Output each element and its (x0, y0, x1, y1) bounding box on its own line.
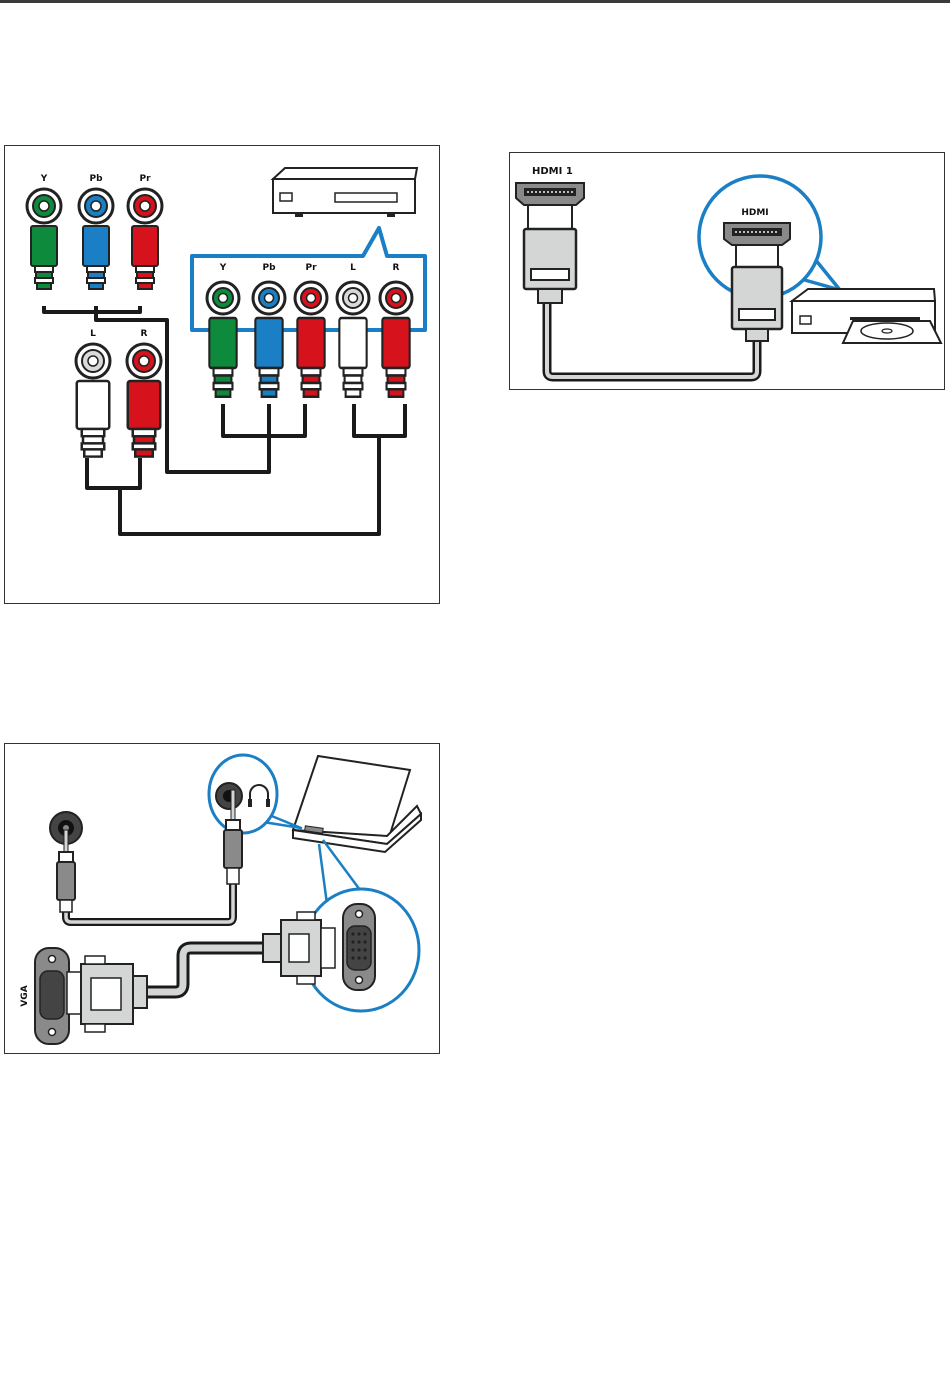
av-device-box (273, 168, 417, 217)
audio-cable (66, 884, 233, 922)
page-top-rule (0, 0, 950, 3)
device-jack-label-y: Y (219, 263, 227, 273)
tv-jack-audio-l (76, 344, 110, 378)
device-hdmi-port-label: HDMI (741, 208, 768, 218)
tv-audio-label-r: R (141, 329, 148, 339)
device-jack-label-l: L (350, 263, 356, 273)
audio-cable-outline (66, 884, 233, 922)
tv-hdmi-connector (516, 183, 584, 303)
device-jack-label-r: R (393, 263, 400, 273)
device-plug-y (209, 318, 236, 397)
tv-jack-label-y: Y (40, 174, 48, 184)
vga-plug-tv (67, 956, 147, 1032)
tv-jack-label-pb: Pb (89, 174, 103, 184)
tv-plug-audio-r (128, 381, 161, 457)
laptop-vga-port (343, 904, 375, 990)
vga-port-label: VGA (20, 985, 30, 1006)
vga-cable-outline (143, 948, 267, 992)
hdmi-cable-outline (547, 303, 757, 377)
vga-cable (143, 948, 267, 992)
component-connection-diagram: Y Pb Pr L R (4, 145, 440, 604)
tv-jack-pr (128, 189, 162, 223)
hdmi-connection-diagram: HDMI 1 HDMI (509, 152, 945, 390)
laptop-headphone-jack (216, 783, 242, 809)
device-jack-pb (253, 282, 285, 314)
tv-audio-jacks: L R (76, 329, 161, 457)
tv-plug-audio-l (77, 381, 110, 457)
tv-audio-label-l: L (90, 329, 96, 339)
tv-plug-pr (132, 226, 158, 289)
tv-vga-port (35, 948, 69, 1044)
dvd-player (792, 289, 941, 343)
device-plug-l (339, 318, 366, 397)
laptop (293, 756, 421, 852)
device-jack-r (380, 282, 412, 314)
tv-jack-audio-r (127, 344, 161, 378)
device-plug-r (382, 318, 409, 397)
tv-jack-pb (79, 189, 113, 223)
hdmi-cable (547, 303, 757, 377)
device-jack-y (207, 282, 239, 314)
tv-jack-label-pr: Pr (139, 174, 151, 184)
device-jack-label-pb: Pb (262, 263, 276, 273)
device-jack-l (337, 282, 369, 314)
vga-pc-connection-diagram: VGA (4, 743, 440, 1054)
device-plug-pr (297, 318, 324, 397)
device-jack-pr (295, 282, 327, 314)
device-jack-label-pr: Pr (305, 263, 317, 273)
device-plug-pb (255, 318, 282, 397)
tv-hdmi-port-label: HDMI 1 (532, 166, 573, 177)
tv-jack-y (27, 189, 61, 223)
tv-plug-pb (83, 226, 109, 289)
device-hdmi-connector (724, 223, 790, 341)
tv-component-jacks: Y Pb Pr (27, 174, 162, 289)
tv-plug-y (31, 226, 57, 289)
